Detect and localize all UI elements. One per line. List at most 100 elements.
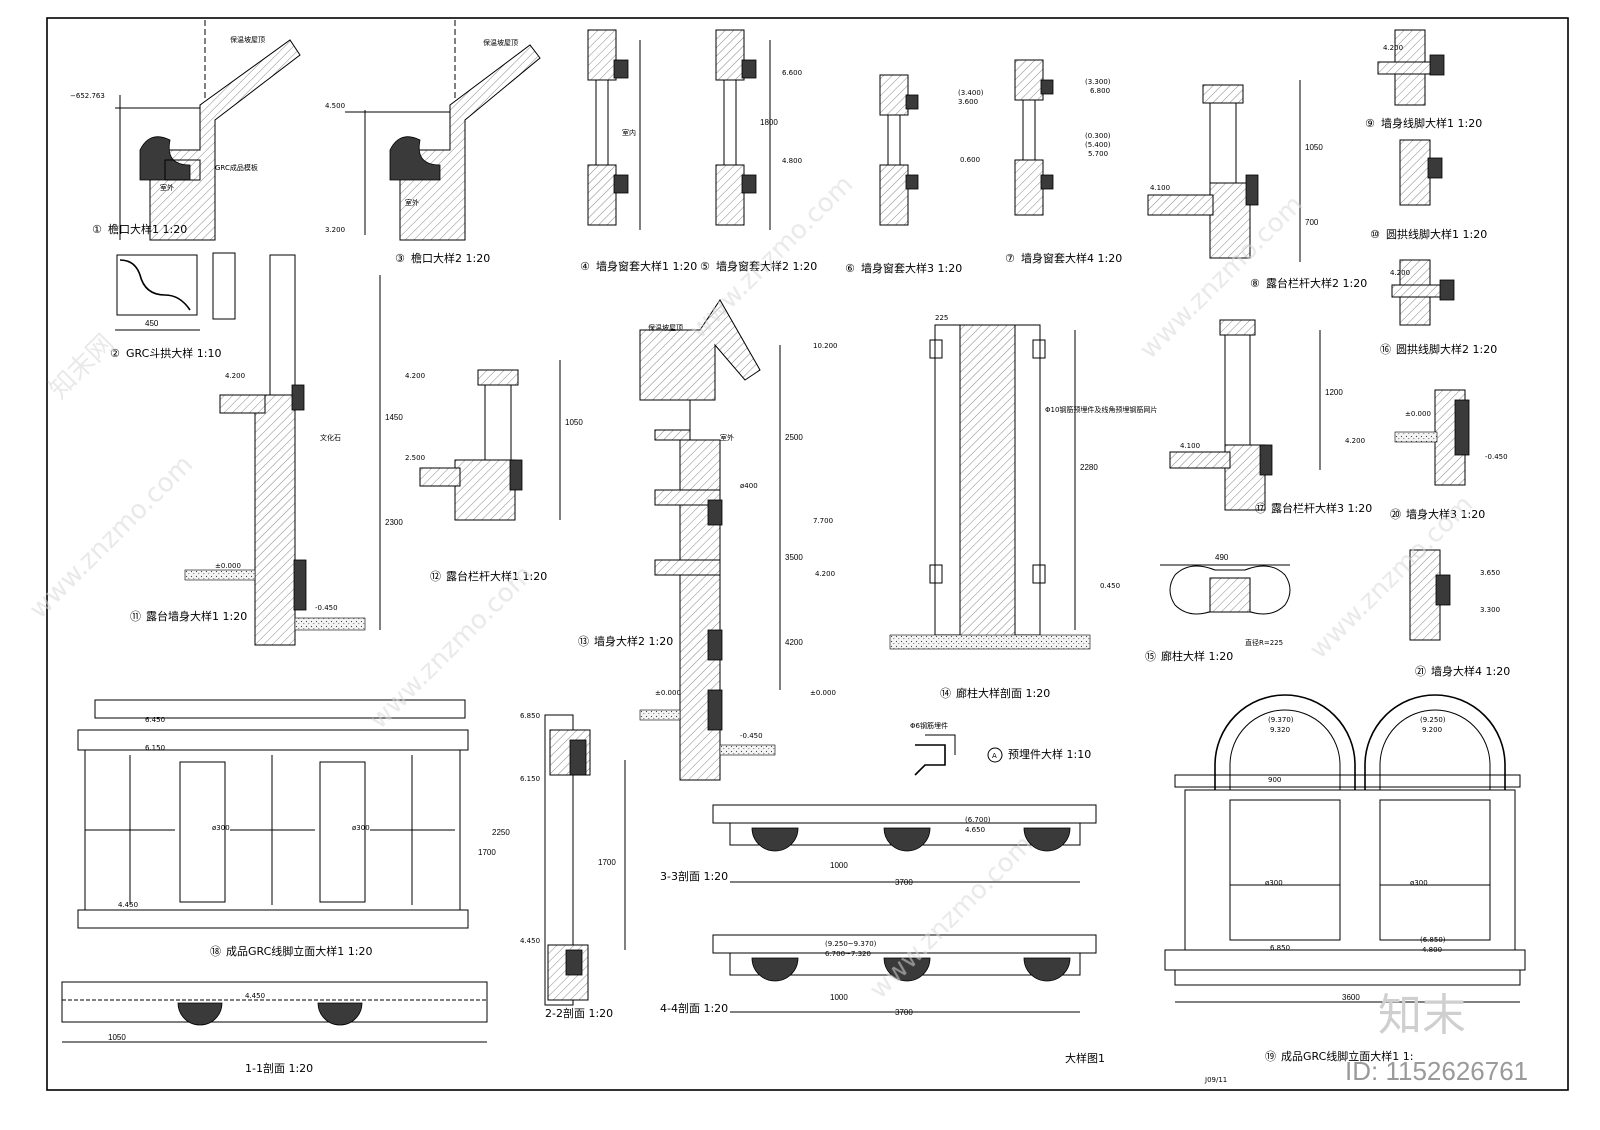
title-2: GRC斗拱大样 1:10 [126,346,222,360]
label-shiwai-3: 室外 [405,198,419,207]
detail-terrace-wall-1: 4.200 4.200 ±0.000 -0.450 文化石 1450 2300 … [130,254,425,646]
elev-e17a: -0.450 [1485,453,1508,461]
svg-text:www.znzmo.com: www.znzmo.com [684,170,859,345]
num-18: ⑱ [210,945,221,958]
elev-e15c: 4.200 [225,372,245,380]
dim-450: 450 [145,319,159,328]
num-8: ⑧ [1250,277,1260,290]
title-14: 廊柱大样剖面 1:20 [956,686,1050,700]
title-13: 墙身大样2 1:20 [594,634,673,648]
elev-e35: 4.800 [1422,946,1442,954]
title-s44: 4-4剖面 1:20 [660,1001,728,1015]
title-11: 露台墙身大样1 1:20 [146,609,247,623]
dim-700: 700 [1305,218,1319,227]
elev-e3: 3.200 [325,226,345,234]
elev-e14b: 4.100 [1180,442,1200,450]
elev-e21: 0.450 [1100,582,1120,590]
elev-e16c: ±0.000 [810,689,836,697]
dim-1450: 1450 [385,413,403,422]
title-8: 露台栏杆大样2 1:20 [1266,276,1367,290]
label-phi400: ø400 [740,482,758,490]
svg-text:www.znzmo.com: www.znzmo.com [864,830,1039,1005]
elev-e15f: 4.200 [1345,437,1365,445]
label-baowen-13: 保温坡屋顶 [648,323,683,332]
dim-1000b: 1000 [830,993,848,1002]
title-5: 墙身窗套大样2 1:20 [716,259,817,273]
label-shiwai-13: 室外 [720,433,734,442]
elev-e16d: ±0.000 [655,689,681,697]
dim-3700b: 3700 [895,1008,913,1017]
dim-3600: 3600 [1342,993,1360,1002]
sheet-frame [46,17,1569,1091]
elev-e13: 5.700 [1088,150,1108,158]
elev-e5: 4.800 [782,157,802,165]
dim-490: 490 [1215,553,1229,562]
title-s11: 1-1剖面 1:20 [245,1061,313,1075]
title-18: 成品GRC线脚立面大样1 1:20 [226,944,373,958]
dim-1700b: 1700 [598,858,616,867]
dim-1800: 1800 [760,118,778,127]
title-16: 圆拱线脚大样2 1:20 [1396,342,1497,356]
elev-e6: (3.400) [958,89,984,97]
elev-e30: (9.370) [1268,716,1294,724]
elev-e25: 6.850 [520,712,540,720]
elev-e18: 2.500 [405,454,425,462]
elev-e16a: ±0.000 [1405,410,1431,418]
elev-e10: 6.800 [1090,87,1110,95]
detail-railing-1: 2.500 1050 ⑫ 露台栏杆大样1 1:20 [405,360,583,583]
title-s33: 3-3剖面 1:20 [660,869,728,883]
elev-e7: 3.600 [958,98,978,106]
label-baowen-3: 保温坡屋顶 [483,38,518,47]
dim-2250: 2250 [492,828,510,837]
detail-railing-3: 4.100 4.200 1200 ⑰ 露台栏杆大样3 1:20 [1169,319,1372,515]
num-7: ⑦ [1005,252,1015,265]
label-shinei-4: 室内 [622,128,636,137]
title-s22: 2-2剖面 1:20 [545,1006,613,1020]
detail-wall-section-2: 保温坡屋顶 10.200 7.700 4.200 ±0.000 ±0.000 -… [578,299,838,781]
elev-e32: (9.250) [1420,716,1446,724]
num-2: ② [110,347,120,360]
dim-1050: 1050 [1305,143,1323,152]
dim-900: 900 [1268,776,1281,784]
elev-e14: 4.100 [1150,184,1170,192]
watermark: www.znzmo.com www.znzmo.com www.znzmo.co… [24,170,1479,1005]
detail-window-1: 室内 ④ 墙身窗套大样1 1:20 [580,29,697,273]
elev-e36: 3.650 [1480,569,1500,577]
dim-4200: 4200 [785,638,803,647]
elev-e1: −652.763 [70,92,105,100]
num-6: ⑥ [845,262,855,275]
elev-e20: 7.700 [813,517,833,525]
dim-1050c: 1050 [108,1033,126,1042]
num-13: ⑬ [578,635,589,648]
num-21: ㉑ [1415,665,1426,678]
label-phi300-b: ø300 [352,824,370,832]
title-19: 成品GRC线脚立面大样1 1: [1281,1049,1414,1063]
label-yuanzhu: Φ10钢筋预埋件及线角预埋钢筋网片 [1045,405,1157,414]
detail-wall-moulding-1: 4.200 ⑨ 墙身线脚大样1 1:20 [1365,29,1482,130]
section-3-3: (6.700) 4.650 1000 3700 3-3剖面 1:20 [660,804,1097,887]
num-3: ③ [395,252,405,265]
num-15: ⑮ [1145,650,1156,663]
dim-1000a: 1000 [830,861,848,870]
detail-railing-2: 4.100 1050 700 ⑧ 露台栏杆大样2 1:20 [1147,80,1367,290]
elev-e29: 6.700~7.320 [825,950,871,958]
label-wenhuashi: 文化石 [320,433,341,442]
elev-e24c: 4.450 [520,937,540,945]
dim-3700a: 3700 [895,878,913,887]
logo-zhimo: 知末 [1378,990,1466,1041]
detail-grc-elevation-1: 6.450 6.150 4.450 ø300 ø300 2250 1700 ⑱ … [77,699,510,958]
num-17: ⑰ [1255,502,1266,515]
num-10: ⑩ [1370,228,1380,241]
num-4: ④ [580,260,590,273]
title-4: 墙身窗套大样1 1:20 [596,259,697,273]
detail-column-plan: 490 直径R=225 ⑮ 廊柱大样 1:20 [1145,553,1291,663]
dim-2300: 2300 [385,518,403,527]
label-phi300-d: ø300 [1410,879,1428,887]
title-21: 墙身大样4 1:20 [1431,664,1510,678]
svg-text:www.znzmo.com: www.znzmo.com [24,450,199,625]
elev-e28: (9.250~9.370) [825,940,877,948]
section-4-4: (9.250~9.370) 6.700~7.320 1000 3700 4-4剖… [660,934,1097,1017]
elev-e8: 0.600 [960,156,980,164]
elev-e15e: 4.200 [815,570,835,578]
